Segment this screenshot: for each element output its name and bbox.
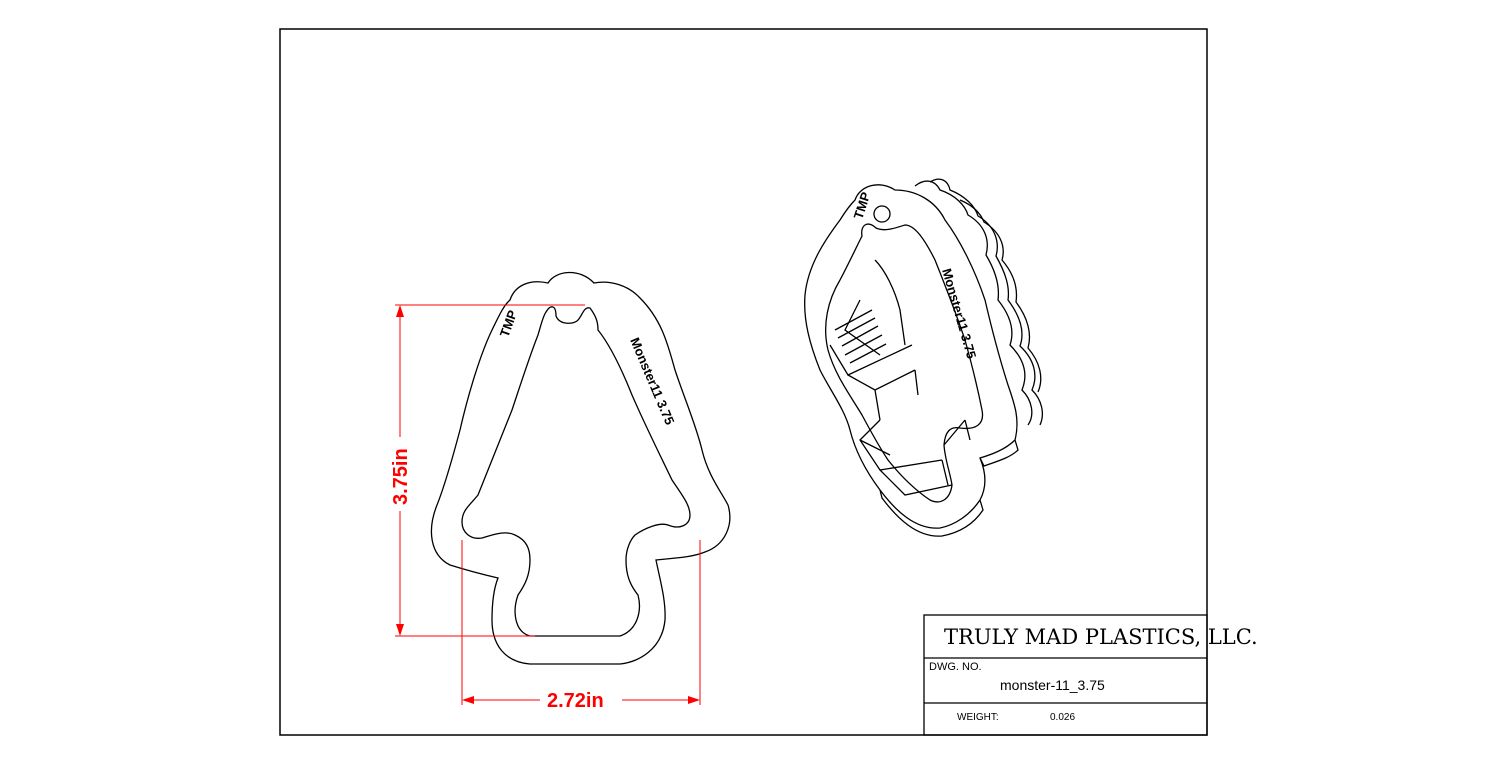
iso-inner-opening bbox=[825, 223, 984, 503]
iso-back-wall-2 bbox=[929, 178, 1043, 426]
weight-value: 0.026 bbox=[1050, 712, 1075, 723]
iso-inner-ridges bbox=[834, 309, 887, 364]
title-block bbox=[923, 614, 1208, 736]
front-part-text: Monster11 3.75 bbox=[627, 335, 677, 427]
drawing-border bbox=[279, 28, 1208, 736]
front-view bbox=[430, 271, 731, 665]
width-label-bg bbox=[540, 688, 622, 712]
iso-maker-text: TMP bbox=[851, 190, 874, 221]
dwg-no-label: DWG. NO. bbox=[929, 661, 982, 673]
cutter-outer-outline bbox=[430, 271, 731, 665]
iso-back-wall-1 bbox=[914, 180, 1033, 426]
width-dimension-label: 2.72in bbox=[547, 690, 604, 712]
iso-back-wall-3 bbox=[959, 199, 1042, 393]
iso-inner-wall-2 bbox=[859, 419, 971, 496]
weight-label: WEIGHT: bbox=[957, 712, 999, 723]
cutter-inner-outline bbox=[461, 306, 691, 637]
iso-part-text: Monster11 3.75 bbox=[939, 267, 979, 361]
iso-hang-hole bbox=[873, 205, 891, 223]
dimension-arrows bbox=[396, 305, 700, 704]
iso-inner-wall-1 bbox=[829, 259, 919, 421]
height-arrow-bottom bbox=[396, 624, 404, 636]
company-name: TRULY MAD PLASTICS, LLC. bbox=[944, 625, 1258, 649]
dwg-no-value: monster-11_3.75 bbox=[1000, 677, 1105, 693]
width-arrow-left bbox=[462, 696, 474, 704]
title-block-frame bbox=[923, 614, 1208, 736]
height-dimension-label: 3.75in bbox=[390, 448, 412, 505]
height-arrow-top bbox=[396, 305, 404, 317]
width-arrow-right bbox=[688, 696, 700, 704]
iso-flange-edge bbox=[879, 439, 1019, 537]
height-label-bg bbox=[388, 437, 412, 511]
isometric-view bbox=[804, 178, 1043, 537]
